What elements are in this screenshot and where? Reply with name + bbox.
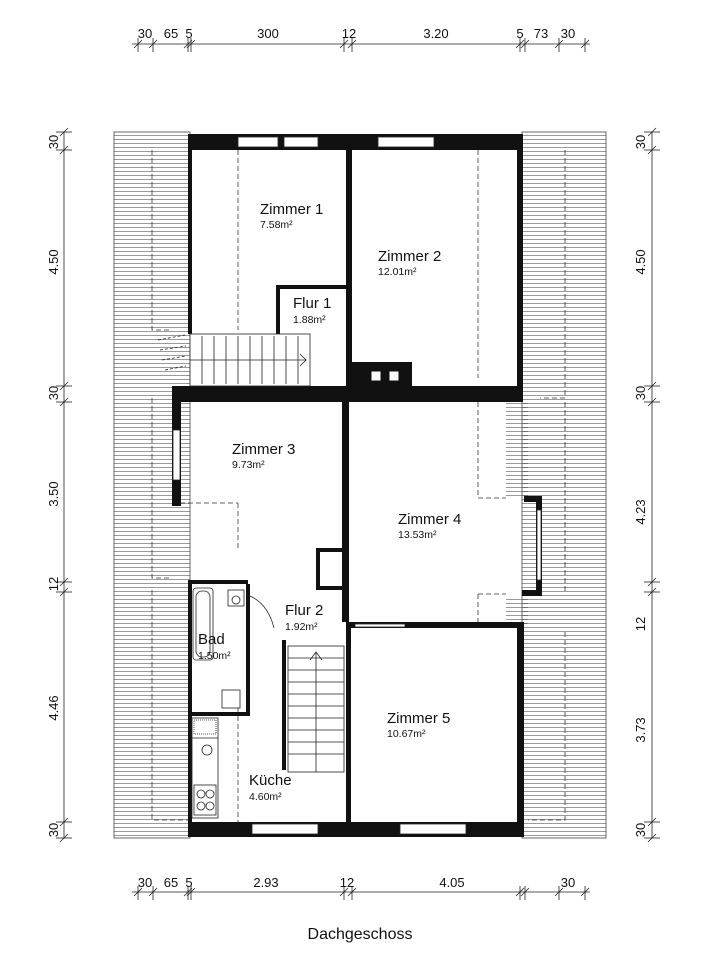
dim-label: 30 bbox=[46, 386, 61, 400]
dim-label: 30 bbox=[561, 26, 575, 41]
dim-label: 12 bbox=[340, 875, 354, 890]
dim-label: 4.50 bbox=[46, 249, 61, 274]
bottom-dimension-labels: 30 65 5 2.93 12 4.05 30 bbox=[138, 875, 575, 890]
room-labels: Zimmer 1 7.58m² Zimmer 2 12.01m² Flur 1 … bbox=[198, 201, 461, 803]
dim-label: 4.46 bbox=[46, 695, 61, 720]
room-name-zimmer1: Zimmer 1 bbox=[260, 201, 323, 218]
dim-label: 3.50 bbox=[46, 481, 61, 506]
room-name-zimmer2: Zimmer 2 bbox=[378, 248, 441, 265]
knee-wall-lines bbox=[151, 150, 566, 822]
bathroom-fixtures bbox=[192, 587, 245, 709]
room-name-zimmer4: Zimmer 4 bbox=[398, 511, 461, 528]
dim-label: 5 bbox=[516, 26, 523, 41]
dim-label: 5 bbox=[185, 26, 192, 41]
dim-label: 12 bbox=[46, 577, 61, 591]
dim-label: 30 bbox=[138, 875, 152, 890]
dimension-lines bbox=[56, 38, 660, 900]
dim-label: 4.23 bbox=[633, 499, 648, 524]
roof-hatching bbox=[113, 131, 607, 839]
dim-label: 3.20 bbox=[423, 26, 448, 41]
dim-label: 4.50 bbox=[633, 249, 648, 274]
right-dimension-labels: 30 4.50 30 4.23 12 3.73 30 bbox=[633, 135, 648, 837]
room-area-kueche: 4.60m² bbox=[249, 791, 282, 803]
top-dimension-labels: 30 65 5 300 12 3.20 5 73 30 bbox=[138, 26, 575, 41]
windows bbox=[172, 136, 542, 835]
room-area-zimmer3: 9.73m² bbox=[232, 459, 265, 471]
dim-label: 73 bbox=[534, 26, 548, 41]
dim-label: 5 bbox=[185, 875, 192, 890]
room-name-flur2: Flur 2 bbox=[285, 602, 323, 619]
dim-label: 3.73 bbox=[633, 717, 648, 742]
room-area-zimmer1: 7.58m² bbox=[260, 219, 293, 231]
dim-label: 12 bbox=[633, 617, 648, 631]
room-name-kueche: Küche bbox=[249, 772, 292, 789]
dim-label: 65 bbox=[164, 875, 178, 890]
stair-upper bbox=[157, 333, 311, 387]
room-name-zimmer5: Zimmer 5 bbox=[387, 710, 450, 727]
room-area-zimmer5: 10.67m² bbox=[387, 728, 426, 740]
dim-label: 30 bbox=[138, 26, 152, 41]
stair-lower bbox=[287, 645, 345, 773]
floor-title: Dachgeschoss bbox=[307, 926, 413, 943]
dim-label: 12 bbox=[342, 26, 356, 41]
dim-label: 30 bbox=[633, 135, 648, 149]
room-area-flur2: 1.92m² bbox=[285, 621, 318, 633]
room-name-zimmer3: Zimmer 3 bbox=[232, 441, 295, 458]
door-swing bbox=[249, 595, 275, 629]
dim-label: 30 bbox=[561, 875, 575, 890]
room-area-zimmer2: 12.01m² bbox=[378, 266, 417, 278]
room-name-flur1: Flur 1 bbox=[293, 295, 331, 312]
chimney-flues bbox=[321, 371, 399, 581]
dim-label: 65 bbox=[164, 26, 178, 41]
dim-label: 30 bbox=[46, 823, 61, 837]
room-area-zimmer4: 13.53m² bbox=[398, 529, 437, 541]
dim-label: 300 bbox=[257, 26, 279, 41]
room-name-bad: Bad bbox=[198, 631, 225, 648]
dim-label: 30 bbox=[633, 823, 648, 837]
left-dimension-labels: 30 4.50 30 3.50 12 4.46 30 bbox=[46, 135, 61, 837]
dim-label: 30 bbox=[633, 386, 648, 400]
dim-label: 30 bbox=[46, 135, 61, 149]
dim-label: 2.93 bbox=[253, 875, 278, 890]
dim-label: 4.05 bbox=[439, 875, 464, 890]
room-area-bad: 1.50m² bbox=[198, 650, 231, 662]
room-area-flur1: 1.88m² bbox=[293, 314, 326, 326]
kitchen-fixtures bbox=[191, 717, 219, 819]
walls bbox=[172, 134, 542, 837]
